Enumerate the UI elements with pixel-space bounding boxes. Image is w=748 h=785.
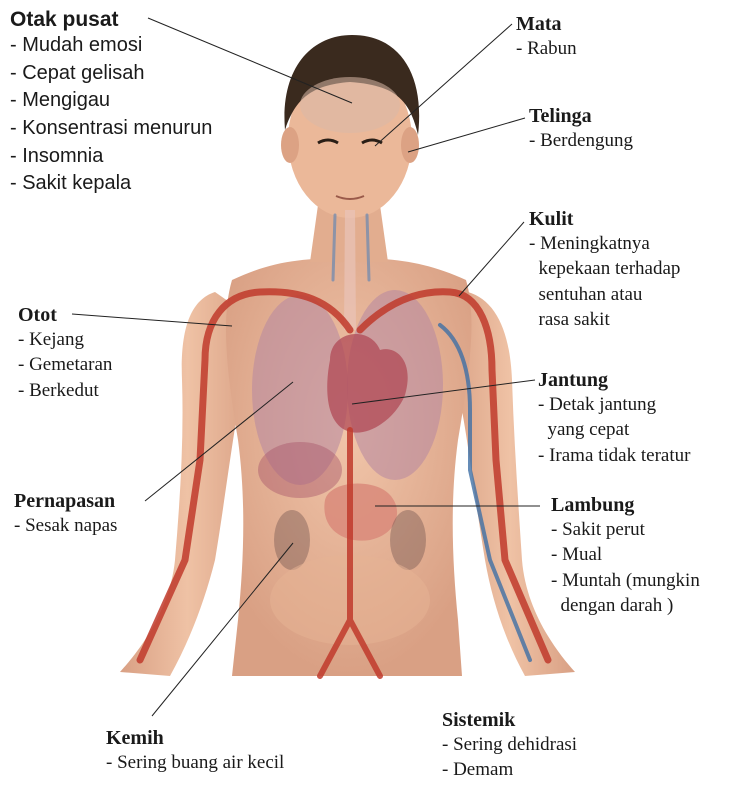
symptom-item: sentuhan atau bbox=[529, 282, 680, 307]
symptom-item: - Detak jantung bbox=[538, 392, 690, 417]
symptom-item: - Mengigau bbox=[10, 87, 212, 115]
symptom-item: - Rabun bbox=[516, 36, 577, 61]
symptom-item: rasa sakit bbox=[529, 307, 680, 332]
symptom-item: yang cepat bbox=[538, 417, 690, 442]
label-title: Otot bbox=[18, 304, 112, 327]
left-ear bbox=[281, 127, 299, 163]
symptom-item: - Berkedut bbox=[18, 378, 112, 403]
symptom-item: - Cepat gelisah bbox=[10, 60, 212, 88]
label-title: Otak pusat bbox=[10, 8, 212, 32]
symptom-item: - Gemetaran bbox=[18, 352, 112, 377]
leader-telinga bbox=[408, 118, 525, 152]
left-kidney bbox=[274, 510, 310, 570]
label-title: Sistemik bbox=[442, 709, 577, 732]
right-ear bbox=[401, 127, 419, 163]
symptom-item: - Kejang bbox=[18, 327, 112, 352]
brain-overlay bbox=[300, 77, 400, 133]
symptom-item: - Sering dehidrasi bbox=[442, 732, 577, 757]
label-otot: Otot - Kejang - Gemetaran - Berkedut bbox=[18, 304, 112, 403]
label-title: Lambung bbox=[551, 494, 700, 517]
symptom-item: - Berdengung bbox=[529, 128, 633, 153]
symptom-item: dengan darah ) bbox=[551, 593, 700, 618]
label-sistemik: Sistemik - Sering dehidrasi - Demam bbox=[442, 709, 577, 783]
trachea bbox=[344, 210, 356, 330]
label-telinga: Telinga - Berdengung bbox=[529, 105, 633, 153]
label-title: Pernapasan bbox=[14, 490, 117, 513]
label-title: Kemih bbox=[106, 727, 284, 750]
label-title: Mata bbox=[516, 13, 577, 36]
label-kemih: Kemih - Sering buang air kecil bbox=[106, 727, 284, 775]
symptom-item: - Sering buang air kecil bbox=[106, 750, 284, 775]
symptom-item: - Mudah emosi bbox=[10, 32, 212, 60]
symptom-item: - Sakit kepala bbox=[10, 170, 212, 198]
symptom-item: - Meningkatnya bbox=[529, 231, 680, 256]
label-title: Jantung bbox=[538, 369, 690, 392]
label-pernapasan: Pernapasan - Sesak napas bbox=[14, 490, 117, 538]
leader-kulit bbox=[459, 222, 524, 296]
symptom-item: - Konsentrasi menurun bbox=[10, 115, 212, 143]
symptom-item: - Sesak napas bbox=[14, 513, 117, 538]
symptom-item: - Sakit perut bbox=[551, 517, 700, 542]
symptom-item: - Mual bbox=[551, 542, 700, 567]
label-mata: Mata - Rabun bbox=[516, 13, 577, 61]
label-lambung: Lambung - Sakit perut - Mual - Muntah (m… bbox=[551, 494, 700, 619]
liver bbox=[258, 442, 342, 498]
label-otak-pusat: Otak pusat - Mudah emosi - Cepat gelisah… bbox=[10, 8, 212, 198]
symptom-item: - Irama tidak teratur bbox=[538, 443, 690, 468]
right-kidney bbox=[390, 510, 426, 570]
label-title: Telinga bbox=[529, 105, 633, 128]
symptom-item: - Demam bbox=[442, 757, 577, 782]
label-title: Kulit bbox=[529, 208, 680, 231]
symptom-item: - Insomnia bbox=[10, 143, 212, 171]
label-kulit: Kulit - Meningkatnya kepekaan terhadap s… bbox=[529, 208, 680, 333]
symptom-item: kepekaan terhadap bbox=[529, 256, 680, 281]
symptom-item: - Muntah (mungkin bbox=[551, 568, 700, 593]
label-jantung: Jantung - Detak jantung yang cepat - Ira… bbox=[538, 369, 690, 468]
